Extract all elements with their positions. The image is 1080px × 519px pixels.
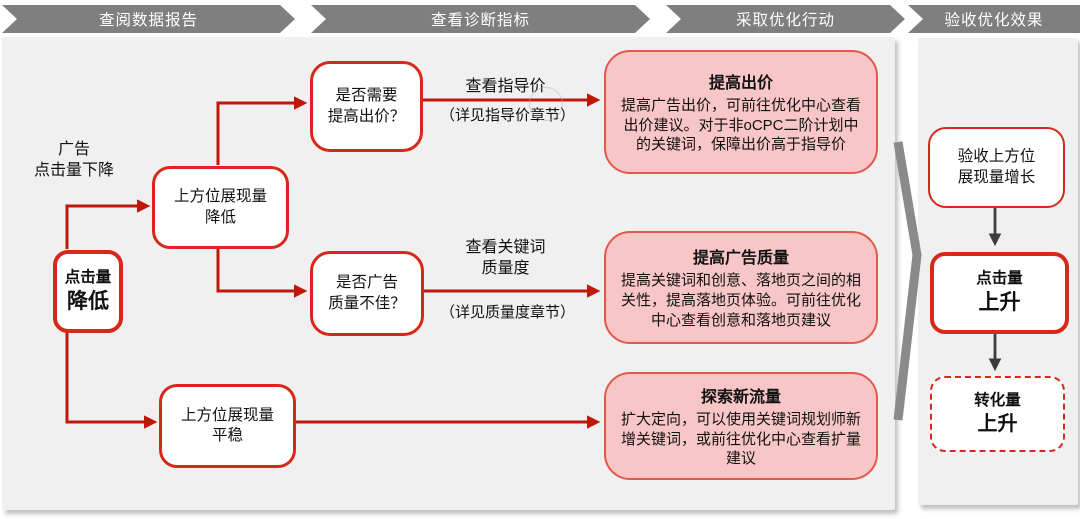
node-label-line1: 转化量 [974, 391, 1021, 409]
node-label-line1: 上方位展现量 [173, 188, 267, 206]
step-banner-label: 采取优化行动 [735, 12, 835, 29]
node-label-line2: 展现量增长 [957, 168, 1036, 186]
edge-note-guide-price-chapter: （详见指导价章节） [439, 107, 575, 124]
node-label-line2: 提高出价？ [327, 107, 406, 125]
start-annotation: 广告 点击量下降 [8, 140, 140, 182]
start-annotation-line1: 广告 [57, 141, 90, 158]
step-banner-review-data: 查阅数据报告 [2, 5, 295, 33]
action-title: 提高出价 [708, 74, 773, 92]
edge-note-quality-chapter: （详见质量度章节） [439, 304, 575, 321]
action-title: 提高广告质量 [692, 250, 789, 268]
action-body: 扩大定向，可以使用关键词规划师新增关键词，或前往优化中心查看扩量建议 [620, 410, 861, 468]
step-banner-label: 查看诊断指标 [430, 12, 530, 29]
edge-label-check-keyword-quality: 查看关键词 质量度 [428, 238, 583, 280]
node-label-line1: 验收上方位 [957, 148, 1036, 166]
action-body: 提高广告出价，可前往优化中心查看出价建议。对于非oCPC二阶计划中的关键词，保障… [620, 96, 861, 154]
node-label-line2: 上升 [978, 291, 1021, 315]
step-banner-take-action: 采取优化行动 [666, 5, 905, 33]
edge-label-check-guide-price: 查看指导价 [465, 78, 546, 95]
node-label-line2: 降低 [67, 289, 109, 313]
step-banner-label: 查阅数据报告 [98, 12, 198, 29]
node-top-impressions-stable: 上方位展现量 平稳 [159, 384, 296, 468]
node-conversions-rise: 转化量 上升 [930, 376, 1065, 452]
edge-label-line1: 查看关键词 [465, 239, 546, 256]
node-top-impressions-decline: 上方位展现量 降低 [152, 166, 289, 249]
panel-transition-chevron [893, 141, 922, 421]
node-label-line1: 点击量 [64, 268, 112, 286]
watermark-circle [529, 87, 563, 121]
node-clicks-rise: 点击量 上升 [930, 252, 1069, 334]
action-body: 提高关键词和创意、落地页之间的相关性，提高落地页体验。可前往优化中心查看创意和落… [620, 272, 861, 329]
step-banner-diagnostic-metrics: 查看诊断指标 [311, 5, 650, 33]
action-improve-ad-quality: 提高广告质量 提高关键词和创意、落地页之间的相关性，提高落地页体验。可前往优化中… [604, 231, 878, 344]
node-label-line2: 上升 [977, 413, 1018, 436]
action-explore-new-traffic: 探索新流量 扩大定向，可以使用关键词规划师新增关键词，或前往优化中心查看扩量建议 [604, 372, 878, 480]
node-verify-top-impressions-growth: 验收上方位 展现量增长 [928, 127, 1065, 208]
node-label-line1: 是否需要 [335, 87, 398, 105]
node-label-line1: 点击量 [976, 270, 1023, 288]
node-label-line1: 是否广告 [335, 274, 398, 292]
node-label-line1: 上方位展现量 [180, 406, 274, 424]
step-banner-label: 验收优化效果 [944, 12, 1044, 29]
node-question-ad-quality: 是否广告 质量不佳？ [310, 251, 424, 336]
step-banner-verify-effect: 验收优化效果 [908, 5, 1080, 33]
edge-label-line2: 质量度 [481, 259, 530, 277]
action-raise-bid: 提高出价 提高广告出价，可前往优化中心查看出价建议。对于非oCPC二阶计划中的关… [604, 50, 878, 174]
node-label-line2: 质量不佳？ [328, 294, 406, 312]
node-clicks-decline: 点击量 降低 [53, 250, 123, 333]
node-label-line2: 降低 [204, 208, 236, 226]
node-label-line2: 平稳 [211, 427, 243, 444]
node-question-raise-bid: 是否需要 提高出价？ [310, 61, 423, 152]
action-title: 探索新流量 [700, 388, 781, 406]
start-annotation-line2: 点击量下降 [33, 161, 114, 179]
